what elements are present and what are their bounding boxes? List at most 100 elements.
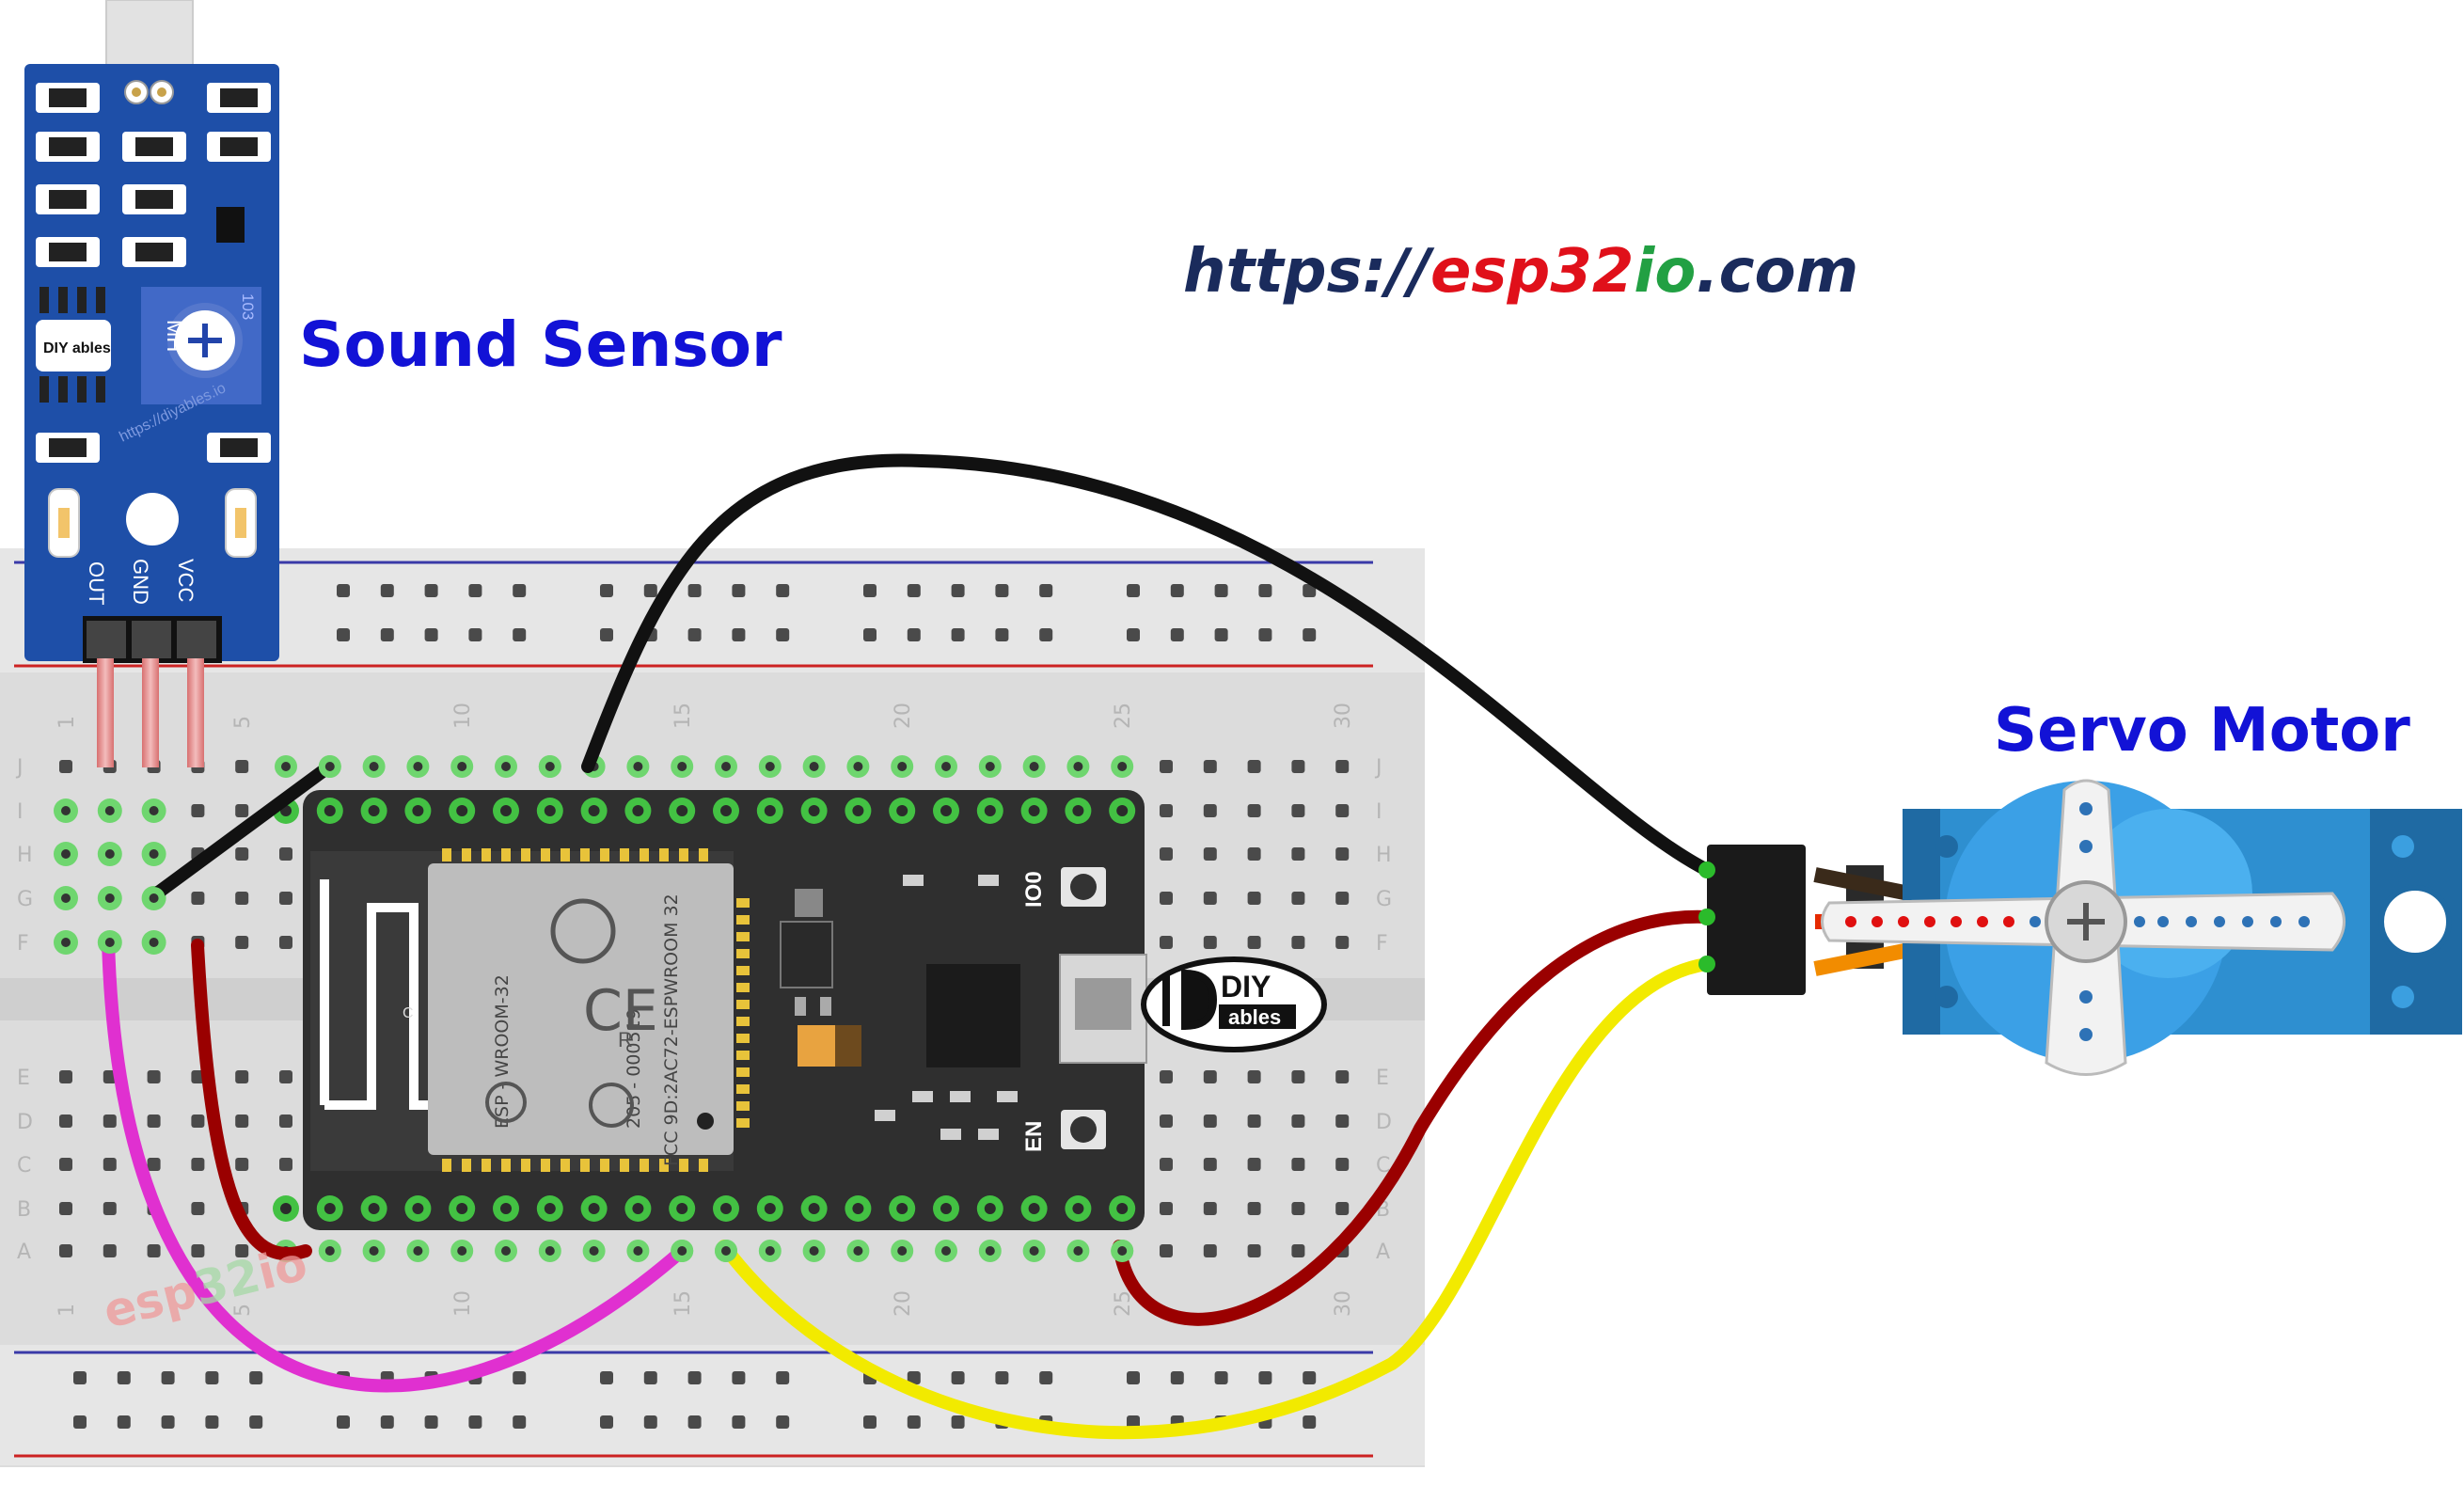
active-hole-center: [61, 806, 71, 815]
active-hole-center: [677, 762, 687, 771]
esp32-pin-hole: [676, 1203, 688, 1214]
esp32-pin-hole: [324, 1203, 336, 1214]
esp32-pin-hole: [720, 1203, 732, 1214]
breadboard-hole: [191, 804, 205, 817]
url-prefix: https://: [1183, 237, 1430, 307]
breadboard-hole: [1160, 1114, 1173, 1128]
rail-hole: [687, 1415, 702, 1429]
column-number-bottom: 1: [55, 1304, 79, 1317]
rail-hole: [205, 1371, 219, 1384]
website-url[interactable]: https://esp32io.com: [1183, 237, 1858, 307]
row-label-left: A: [17, 1241, 31, 1264]
esp32-pin-hole: [456, 805, 468, 816]
breadboard-hole: [1291, 936, 1305, 949]
active-hole-center: [501, 762, 511, 771]
esp32-pin-hole: [764, 805, 776, 816]
rail-hole: [643, 1371, 657, 1384]
horn-hole-red: [1977, 916, 1988, 927]
rail-hole: [380, 628, 394, 641]
rail-hole: [249, 1371, 263, 1384]
column-number-bottom: 10: [451, 1290, 475, 1317]
breadboard-hole: [1247, 1114, 1261, 1128]
breadboard-hole: [1160, 804, 1173, 817]
breadboard-hole: [1247, 1158, 1261, 1171]
breadboard-hole: [1160, 847, 1173, 861]
sensor-component-body: [220, 438, 258, 457]
esp32-pin-hole: [544, 805, 556, 816]
breadboard-hole: [1291, 1158, 1305, 1171]
wroom-pad: [736, 915, 750, 925]
breadboard-hole: [59, 1114, 72, 1128]
ic-pin: [58, 287, 68, 313]
horn-hole: [2079, 1028, 2093, 1041]
active-hole-center: [721, 762, 731, 771]
esp32-pin-hole: [984, 805, 996, 816]
active-hole-center: [1029, 762, 1039, 771]
horn-hole-red: [1924, 916, 1935, 927]
wire-endpoint-center: [721, 1246, 731, 1256]
logo-ables: ables: [1228, 1005, 1281, 1029]
rail-hole: [1214, 1371, 1228, 1384]
smd-component: [978, 875, 999, 886]
servo-motor: [1813, 779, 2462, 1076]
rail-hole: [1258, 628, 1272, 641]
active-hole-center: [1073, 1246, 1083, 1256]
breadboard-hole: [1203, 1158, 1217, 1171]
row-label-left: B: [17, 1198, 31, 1222]
rail-hole: [1170, 1371, 1184, 1384]
row-label-left: E: [17, 1067, 30, 1090]
breadboard-hole: [1203, 804, 1217, 817]
breadboard-hole: [191, 892, 205, 905]
url-suffix: .com: [1696, 237, 1859, 307]
wroom-pad: [659, 848, 669, 862]
breadboard-hole: [1160, 1244, 1173, 1257]
breadboard-hole: [1247, 892, 1261, 905]
row-label-right: J: [1374, 756, 1382, 780]
rail-hole: [995, 1371, 1009, 1384]
rail-hole: [1039, 584, 1053, 597]
rail-hole: [205, 1415, 219, 1429]
rail-hole: [424, 628, 438, 641]
breadboard-hole: [103, 1114, 117, 1128]
url-brand-green: io: [1634, 237, 1697, 307]
wroom-pad: [736, 898, 750, 908]
wroom-pad: [442, 1159, 451, 1172]
wroom-pad: [442, 848, 451, 862]
rail-hole: [513, 584, 527, 597]
rail-hole: [907, 628, 921, 641]
breadboard-hole: [191, 1202, 205, 1215]
active-hole-center: [853, 762, 863, 771]
breadboard-hole: [103, 1158, 117, 1171]
column-number-top: 20: [892, 703, 915, 729]
column-number-top: 30: [1332, 703, 1355, 729]
rail-hole: [337, 584, 350, 597]
row-label-left: F: [17, 932, 29, 956]
rail-hole: [732, 1371, 746, 1384]
breadboard-hole: [147, 1114, 161, 1128]
active-hole-center: [1117, 762, 1128, 771]
wire-red-sensor-vcc: [191, 939, 312, 1261]
active-hole-center: [281, 762, 291, 771]
column-number-top: 10: [451, 703, 475, 729]
pin-leg-vcc: [187, 658, 204, 767]
esp32-pin-hole: [500, 805, 512, 816]
wroom-pad: [600, 848, 609, 862]
breadboard-hole: [1160, 1158, 1173, 1171]
breadboard-hole: [279, 892, 292, 905]
row-label-right: F: [1376, 932, 1388, 956]
wroom-pad: [699, 1159, 708, 1172]
breadboard-hole: [1335, 892, 1350, 905]
active-hole-center: [149, 849, 159, 859]
esp32-pin-hole: [632, 805, 644, 816]
breadboard-hole: [279, 936, 292, 949]
rail-hole: [1303, 1415, 1317, 1429]
diyables-logo: DIY ables: [1141, 956, 1327, 1052]
breadboard-hole: [1203, 1244, 1217, 1257]
ic-pin: [96, 376, 105, 403]
wroom-pads: [442, 848, 750, 1172]
active-hole-center: [1073, 762, 1083, 771]
module-line-2: 205 - 000519: [624, 1008, 644, 1129]
wroom-pad: [736, 949, 750, 958]
wroom-pad: [736, 966, 750, 975]
